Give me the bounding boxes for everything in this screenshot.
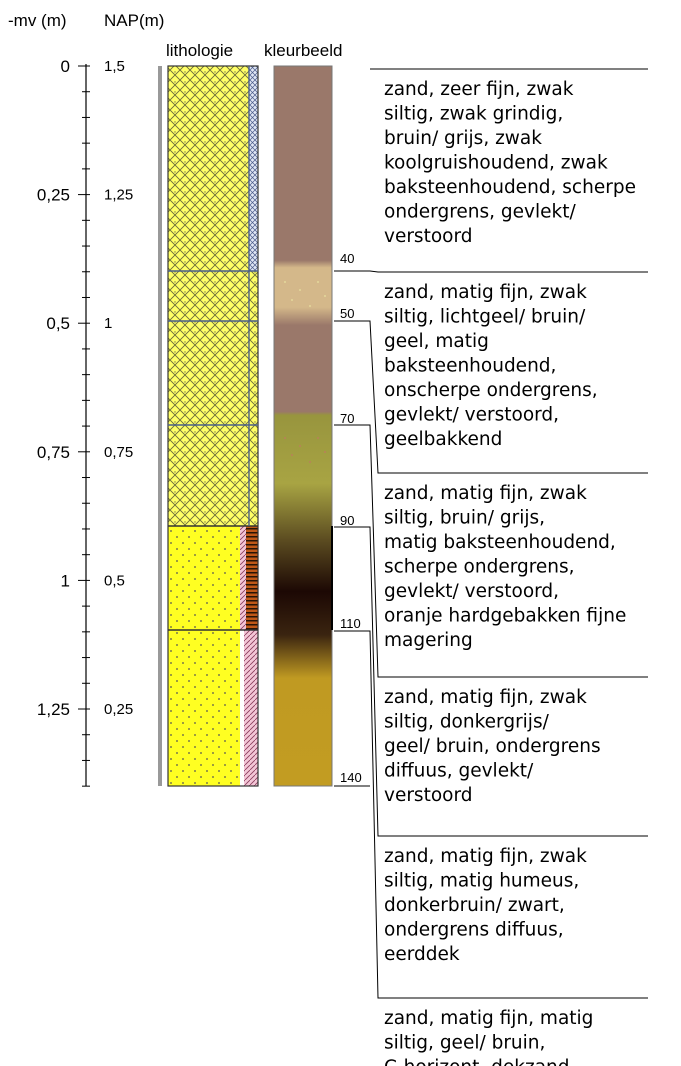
lithology-column xyxy=(167,65,259,787)
layer-description: zand, matig fijn, zwak siltig, lichtgeel/… xyxy=(384,282,598,450)
mv-tick-label: 1,25 xyxy=(37,700,70,719)
description-line: ondergrens diffuus, xyxy=(384,920,564,941)
description-line: zand, matig fijn, matig xyxy=(384,1008,593,1029)
description-line: siltig, donkergrijs/ xyxy=(384,712,550,733)
description-line: siltig, zwak grindig, xyxy=(384,104,563,125)
description-line: zand, matig fijn, zwak xyxy=(384,483,587,504)
description-line: magering xyxy=(384,630,473,651)
description-line: eerddek xyxy=(384,944,460,965)
description-line: ondergrens, gevlekt/ xyxy=(384,202,576,223)
lithology-layer-dotted-sand xyxy=(168,526,240,786)
lithology-layer-pink-strip-lower xyxy=(244,630,258,786)
description-line: zand, matig fijn, zwak xyxy=(384,687,587,708)
leader-line xyxy=(334,526,648,837)
description-line: zand, zeer fijn, zwak xyxy=(384,79,574,100)
nap-tick-label: 1 xyxy=(104,315,112,332)
leader-line xyxy=(334,424,648,678)
color-column xyxy=(273,65,333,787)
color-column-fill xyxy=(273,65,333,787)
lithology-layer-side-2 xyxy=(249,271,258,526)
depth-labels: 40 50 70 90 110 140 xyxy=(340,251,362,785)
description-line: oranje hardgebakken fijne xyxy=(384,606,626,627)
description-line: siltig, bruin/ grijs, xyxy=(384,508,545,529)
lithologie-header: lithologie xyxy=(166,41,233,60)
description-line: bruin/ grijs, zwak xyxy=(384,128,542,149)
description-line: donkerbruin/ zwart, xyxy=(384,895,565,916)
description-line: baksteenhoudend, xyxy=(384,356,556,377)
mv-axis-header: -mv (m) xyxy=(8,11,67,30)
leader-line xyxy=(334,630,648,999)
layer-descriptions: zand, zeer fijn, zwak siltig, zwak grindi… xyxy=(384,79,636,1066)
leader-lines xyxy=(334,68,648,999)
mv-tick-label: 0,25 xyxy=(37,186,70,205)
description-line: scherpe ondergrens, xyxy=(384,557,575,578)
lithology-layer-pink-strip xyxy=(240,526,246,630)
kleurbeeld-header: kleurbeeld xyxy=(264,41,342,60)
layer-description: zand, matig fijn, zwak siltig, donkergrij… xyxy=(384,687,601,806)
description-line: geel/ bruin, ondergrens xyxy=(384,736,601,757)
mv-tick-label: 0,75 xyxy=(37,443,70,462)
description-line: siltig, lichtgeel/ bruin/ xyxy=(384,307,586,328)
lithology-layer-side-1 xyxy=(249,66,258,271)
description-line: onscherpe ondergrens, xyxy=(384,380,598,401)
mv-tick-labels: 0 0,25 0,5 0,75 1 1,25 xyxy=(37,57,70,719)
description-line: koolgruishoudend, zwak xyxy=(384,153,608,174)
depth-axis-ticks xyxy=(78,65,90,787)
description-line: gevlekt/ verstoord, xyxy=(384,581,559,602)
description-line: geelbakkend xyxy=(384,429,502,450)
depth-label: 140 xyxy=(340,770,362,785)
layer-description: zand, matig fijn, zwak siltig, matig hume… xyxy=(384,846,587,965)
layer-description: zand, matig fijn, matig siltig, geel/ bru… xyxy=(384,1008,593,1066)
lithology-layer-brick-strip xyxy=(246,526,258,630)
description-line: baksteenhoudend, scherpe xyxy=(384,177,636,198)
layer-description: zand, zeer fijn, zwak siltig, zwak grindi… xyxy=(384,79,636,247)
profile-edge-bar xyxy=(158,66,162,786)
nap-tick-labels: 1,5 1,25 1 0,75 0,5 0,25 xyxy=(104,58,133,718)
nap-tick-label: 0,5 xyxy=(104,572,125,589)
mv-tick-label: 1 xyxy=(61,571,70,590)
description-line: verstoord xyxy=(384,226,473,247)
description-line: zand, matig fijn, zwak xyxy=(384,846,587,867)
depth-label: 40 xyxy=(340,251,354,266)
nap-tick-label: 1,5 xyxy=(104,58,125,75)
depth-label: 70 xyxy=(340,411,354,426)
depth-label: 110 xyxy=(340,616,361,631)
nap-tick-label: 0,75 xyxy=(104,444,133,461)
nap-tick-label: 0,25 xyxy=(104,701,133,718)
description-line: gevlekt/ verstoord, xyxy=(384,405,559,426)
layer-description: zand, matig fijn, zwak siltig, bruin/ gri… xyxy=(384,483,626,651)
depth-label: 50 xyxy=(340,306,354,321)
description-line: diffuus, gevlekt/ xyxy=(384,761,534,782)
lithology-layer-crosshatch xyxy=(168,66,249,526)
description-line: matig baksteenhoudend, xyxy=(384,532,616,553)
nap-axis-header: NAP(m) xyxy=(104,11,164,30)
description-line: zand, matig fijn, zwak xyxy=(384,282,587,303)
description-line: siltig, matig humeus, xyxy=(384,871,579,892)
nap-tick-label: 1,25 xyxy=(104,187,133,204)
description-line: siltig, geel/ bruin, xyxy=(384,1033,545,1054)
leader-line xyxy=(334,320,648,474)
mv-tick-label: 0,5 xyxy=(46,314,70,333)
mv-tick-label: 0 xyxy=(61,57,70,76)
depth-label: 90 xyxy=(340,513,354,528)
description-line: geel, matig xyxy=(384,331,489,352)
description-line: verstoord xyxy=(384,785,473,806)
leader-line xyxy=(334,270,648,273)
